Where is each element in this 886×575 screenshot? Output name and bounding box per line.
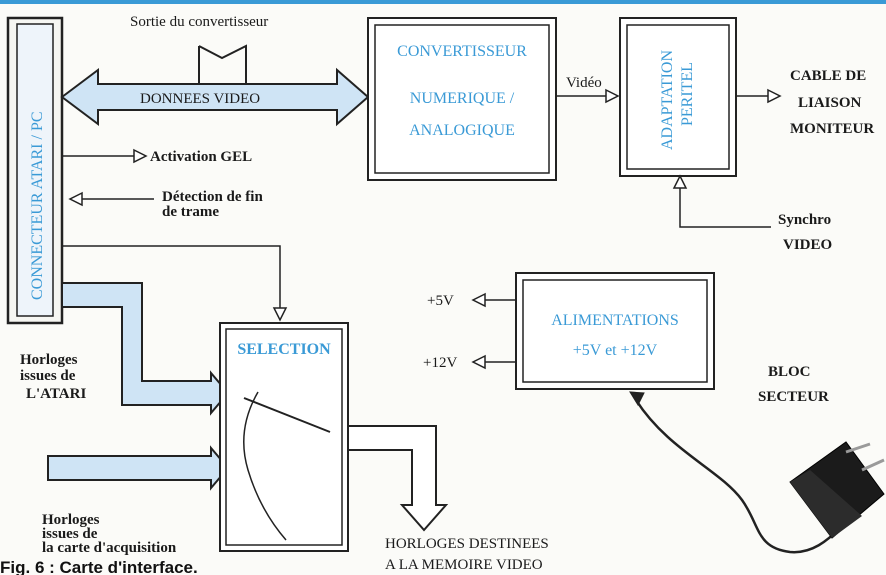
wall-adapter-icon <box>789 441 885 539</box>
video-label: Vidéo <box>566 75 602 91</box>
cable-arrow-head <box>767 88 782 104</box>
memory-clocks-line-1: HORLOGES DESTINEES <box>385 536 549 552</box>
figure-caption: Fig. 6 : Carte d'interface. <box>0 558 198 575</box>
mains-line-2: SECTEUR <box>758 389 829 405</box>
mains-line-1: BLOC <box>768 364 811 380</box>
activation-arrow-head <box>133 148 148 164</box>
cable-line-1: CABLE DE <box>790 68 866 84</box>
power-line-2: +5V et +12V <box>573 342 658 359</box>
memory-clock-bus <box>347 425 449 532</box>
sync-arrow-head <box>672 174 688 189</box>
out-5v-arrow-head <box>471 292 486 308</box>
power-block: ALIMENTATIONS +5V et +12V <box>515 272 715 390</box>
atari-clocks-line-3: L'ATARI <box>26 386 86 402</box>
top-rule <box>0 0 886 4</box>
activation-label: Activation GEL <box>150 149 252 165</box>
cable-line-3: MONITEUR <box>790 121 874 137</box>
converter-block: CONVERTISSEUR NUMERIQUE / ANALOGIQUE <box>367 17 557 181</box>
memory-clocks-line-2: A LA MEMOIRE VIDEO <box>385 557 543 573</box>
peritel-line-1: ADAPTATION <box>659 50 676 150</box>
frame-detect-line-1: Détection de fin <box>162 189 263 205</box>
acq-clock-bus <box>47 445 230 491</box>
power-line-1: ALIMENTATIONS <box>551 312 679 329</box>
sync-line <box>679 188 771 228</box>
cable-line-2: LIAISON <box>798 95 862 111</box>
peritel-block: ADAPTATION PERITEL <box>619 17 737 177</box>
select-control-line <box>62 245 281 308</box>
sync-line-2: VIDEO <box>783 237 832 253</box>
power-cable <box>634 399 841 554</box>
video-arrow-head <box>605 88 620 104</box>
sync-line-1: Synchro <box>778 212 831 228</box>
select-control-arrow-head <box>272 307 288 322</box>
power-cable-arrow <box>629 391 645 407</box>
converter-output-notch <box>198 44 247 84</box>
converter-line-1: CONVERTISSEUR <box>397 43 527 60</box>
video-data-bus: DONNEES VIDEO <box>60 67 370 127</box>
acq-clocks-line-1: Horloges <box>42 512 100 528</box>
video-bus-label: DONNEES VIDEO <box>140 91 260 107</box>
connector-block: CONNECTEUR ATARI / PC <box>6 16 64 325</box>
connector-label: CONNECTEUR ATARI / PC <box>29 111 46 300</box>
selection-block: SELECTION <box>219 322 349 552</box>
peritel-line-2: PERITEL <box>679 62 696 126</box>
selection-label: SELECTION <box>237 341 331 358</box>
converter-line-3: ANALOGIQUE <box>409 122 515 139</box>
atari-clocks-line-1: Horloges <box>20 352 78 368</box>
acq-clocks-line-3: la carte d'acquisition <box>42 540 177 556</box>
out-12v-label: +12V <box>423 355 457 371</box>
acq-clocks-line-2: issues de <box>42 526 98 542</box>
out-12v-arrow-head <box>471 354 486 370</box>
out-5v-label: +5V <box>427 293 454 309</box>
frame-detect-line-2: de trame <box>162 204 219 220</box>
converter-output-label: Sortie du convertisseur <box>130 14 268 30</box>
atari-clock-bus <box>61 282 230 416</box>
selector-arc <box>243 391 287 541</box>
frame-detect-arrow-head <box>68 191 83 207</box>
selector-lever <box>243 397 331 433</box>
converter-line-2: NUMERIQUE / <box>410 90 515 107</box>
atari-clocks-line-2: issues de <box>20 368 76 384</box>
